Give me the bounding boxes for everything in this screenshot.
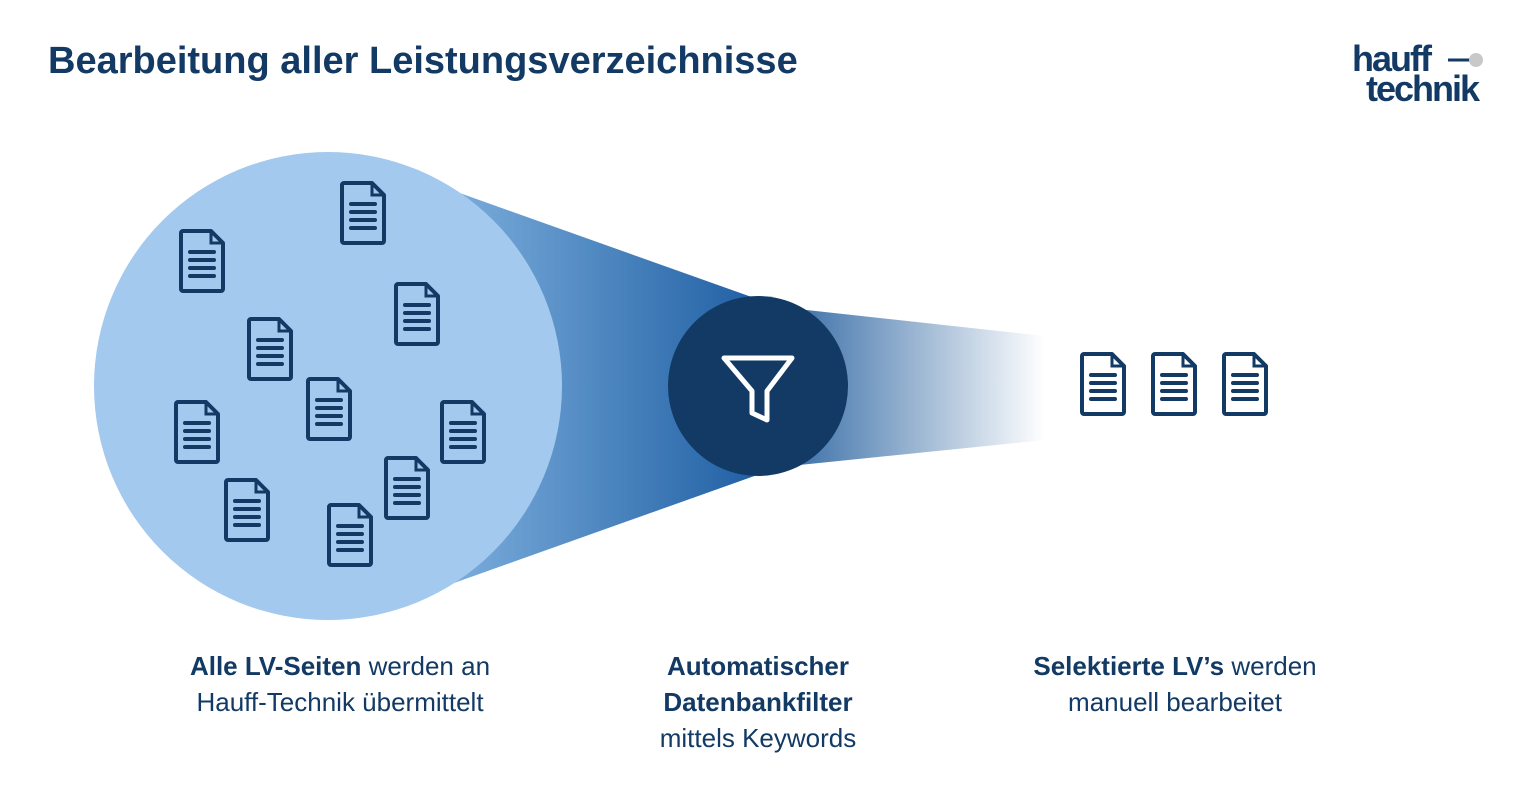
funnel-icon (721, 355, 795, 423)
page-title: Bearbeitung aller Leistungsverzeichnisse (48, 40, 798, 82)
caption-right-rest: werden (1224, 651, 1317, 681)
caption-right-bold: Selektierte LV’s (1033, 651, 1225, 681)
document-icon (1151, 352, 1197, 416)
selected-documents (1080, 352, 1268, 416)
caption-right-line2: manuell bearbeitet (1068, 687, 1282, 717)
logo-line2: technik (1366, 68, 1480, 109)
caption-left-bold: Alle LV-Seiten (189, 651, 362, 681)
document-icon (1080, 352, 1126, 416)
caption-all-pages: Alle LV-Seiten werden an Hauff-Technik ü… (140, 648, 540, 720)
caption-selected: Selektierte LV’s werden manuell bearbeit… (975, 648, 1375, 720)
logo-line1: hauff (1352, 38, 1432, 79)
caption-middle-bold2: Datenbankfilter (663, 687, 853, 717)
caption-left-rest: werden an (361, 651, 491, 681)
caption-left-line2: Hauff-Technik übermittelt (196, 687, 484, 717)
caption-middle-bold1: Automatischer (666, 651, 850, 681)
hauff-technik-logo: hauff technik (1352, 38, 1504, 110)
filter-circle (668, 296, 848, 476)
document-icon (1222, 352, 1268, 416)
caption-filter: Automatischer Datenbankfilter mittels Ke… (558, 648, 958, 756)
caption-middle-line3: mittels Keywords (659, 723, 857, 753)
